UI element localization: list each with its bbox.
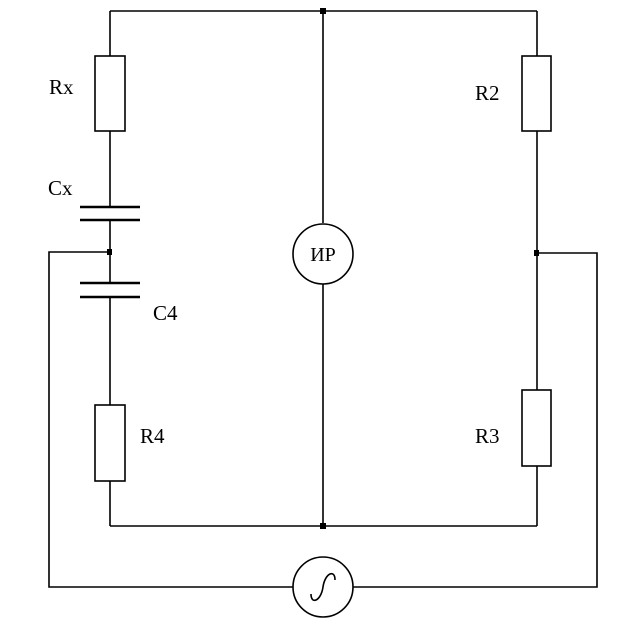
label-c4: C4	[153, 301, 178, 325]
junction-node-right	[534, 250, 539, 256]
resistor-r2	[521, 55, 552, 132]
sine-wave-icon	[310, 572, 336, 602]
resistor-rx	[94, 55, 126, 132]
junction-node-bottom	[320, 523, 326, 529]
source-wire-right	[353, 252, 598, 588]
label-cx: Cx	[48, 176, 73, 200]
label-r3: R3	[475, 424, 500, 448]
capacitor-c4	[80, 281, 140, 299]
label-rx: Rx	[49, 75, 74, 99]
resistor-r4	[94, 404, 126, 482]
junction-node-left	[107, 249, 112, 255]
capacitor-cx	[80, 205, 140, 222]
label-r4: R4	[140, 424, 165, 448]
meter-label: ИР	[310, 244, 336, 266]
source-wire-left	[48, 251, 293, 588]
label-r2: R2	[475, 81, 500, 105]
ac-source-icon	[292, 556, 354, 618]
resistor-r3	[521, 389, 552, 467]
null-indicator-icon: ИР	[292, 223, 354, 285]
junction-node-top	[320, 8, 326, 14]
